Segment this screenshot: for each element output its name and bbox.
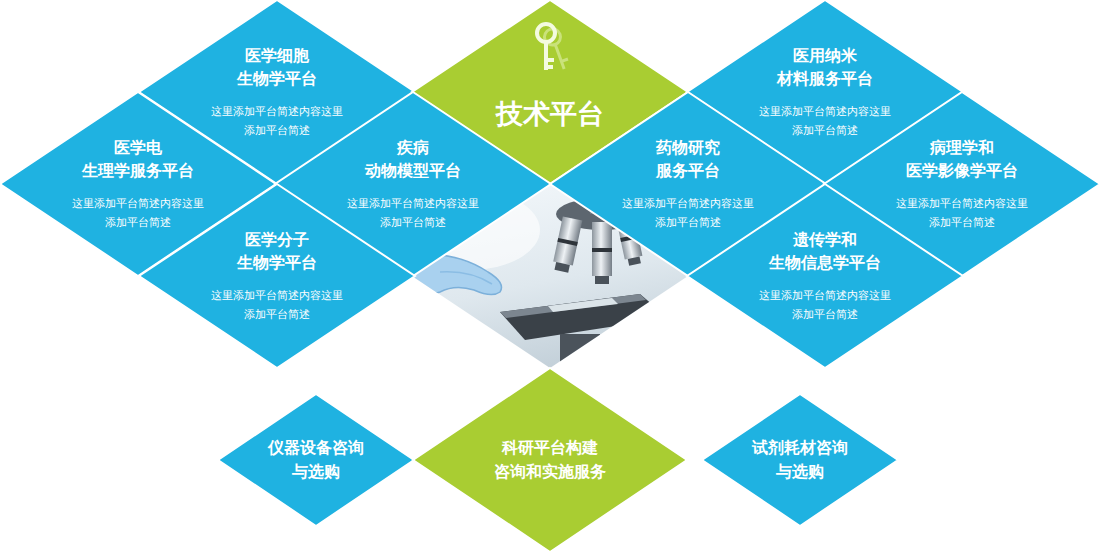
platform-title: 医用纳米 材料服务平台 bbox=[777, 44, 873, 90]
platform-description: 这里添加平台简述内容这里 添加平台简述 bbox=[759, 102, 891, 141]
platform-diamond: 医学分子 生物学平台这里添加平台简述内容这里 添加平台简述 bbox=[139, 184, 415, 368]
diamond-shape bbox=[218, 394, 414, 526]
text-stack: 医学分子 生物学平台这里添加平台简述内容这里 添加平台简述 bbox=[139, 184, 415, 368]
diamond-fill bbox=[702, 394, 898, 526]
platform-title: 科研平台构建 咨询和实施服务 bbox=[494, 436, 606, 484]
platform-description: 这里添加平台简述内容这里 添加平台简述 bbox=[211, 286, 343, 325]
platform-description: 这里添加平台简述内容这里 添加平台简述 bbox=[896, 194, 1028, 233]
diamond-shape bbox=[702, 394, 898, 526]
platform-title: 仪器设备咨询 与选购 bbox=[268, 436, 364, 484]
platform-title: 医学细胞 生物学平台 bbox=[237, 44, 317, 90]
diamond-fill bbox=[139, 184, 415, 368]
platform-title: 病理学和 医学影像学平台 bbox=[906, 136, 1018, 182]
text-stack: 科研平台构建 咨询和实施服务 bbox=[413, 368, 687, 552]
platform-title: 药物研究 服务平台 bbox=[656, 136, 720, 182]
diamond-fill bbox=[413, 368, 687, 552]
platform-diamond: 试剂耗材咨询 与选购 bbox=[702, 394, 898, 526]
diamond-fill bbox=[687, 184, 963, 368]
key-symbol bbox=[520, 18, 580, 78]
platform-title: 试剂耗材咨询 与选购 bbox=[752, 436, 848, 484]
platform-description: 这里添加平台简述内容这里 添加平台简述 bbox=[211, 102, 343, 141]
platform-title: 医学电 生理学服务平台 bbox=[82, 136, 194, 182]
platform-title: 疾病 动物模型平台 bbox=[365, 136, 461, 182]
platform-title: 技术平台 bbox=[496, 98, 604, 130]
diamond-shape bbox=[139, 184, 415, 368]
diamond-fill bbox=[218, 394, 414, 526]
diamond-shape bbox=[687, 184, 963, 368]
text-stack: 仪器设备咨询 与选购 bbox=[218, 394, 414, 526]
platform-description: 这里添加平台简述内容这里 添加平台简述 bbox=[347, 194, 479, 233]
text-stack: 遗传学和 生物信息学平台这里添加平台简述内容这里 添加平台简述 bbox=[687, 184, 963, 368]
platform-diamond: 科研平台构建 咨询和实施服务 bbox=[413, 368, 687, 552]
platform-description: 这里添加平台简述内容这里 添加平台简述 bbox=[72, 194, 204, 233]
diamond-shape bbox=[413, 368, 687, 552]
platform-title: 医学分子 生物学平台 bbox=[237, 228, 317, 274]
platform-diamond: 仪器设备咨询 与选购 bbox=[218, 394, 414, 526]
text-stack: 试剂耗材咨询 与选购 bbox=[702, 394, 898, 526]
platform-diamond: 遗传学和 生物信息学平台这里添加平台简述内容这里 添加平台简述 bbox=[687, 184, 963, 368]
platform-description: 这里添加平台简述内容这里 添加平台简述 bbox=[622, 194, 754, 233]
platform-description: 这里添加平台简述内容这里 添加平台简述 bbox=[759, 286, 891, 325]
platform-title: 遗传学和 生物信息学平台 bbox=[769, 228, 881, 274]
